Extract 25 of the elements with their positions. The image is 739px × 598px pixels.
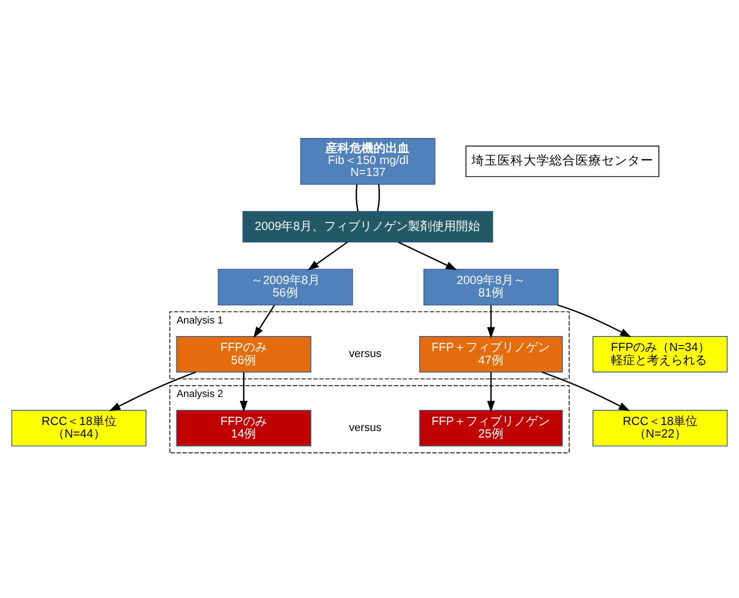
arrow bbox=[487, 305, 495, 338]
arrow bbox=[557, 304, 632, 338]
arrow bbox=[254, 304, 276, 338]
node-box: FFPのみ 56例 bbox=[176, 336, 312, 372]
connector bbox=[356, 184, 359, 212]
node-box: FFPのみ 14例 bbox=[176, 410, 312, 446]
label: versus bbox=[349, 422, 382, 434]
node-box: 2009年8月、フィブリノゲン製剤使用開始 bbox=[242, 211, 494, 242]
arrow bbox=[308, 242, 348, 270]
node-box: RCC＜18単位 （N=22） bbox=[592, 410, 728, 446]
label: 埼玉医科大学総合医療センター bbox=[471, 152, 654, 168]
node-box: FFPのみ（N=34） 軽症と考えられる bbox=[592, 336, 728, 372]
node-box: FFP＋フィブリノゲン 25例 bbox=[419, 410, 563, 446]
node-box: 2009年8月～ 81例 bbox=[423, 268, 559, 306]
node-box: RCC＜18単位 （N=44） bbox=[11, 410, 146, 446]
connector bbox=[376, 184, 380, 212]
label: versus bbox=[349, 348, 382, 360]
arrow bbox=[542, 371, 630, 412]
arrow bbox=[487, 372, 495, 412]
node-box: FFP＋フィブリノゲン 47例 bbox=[419, 336, 563, 372]
arrow bbox=[240, 372, 248, 412]
node-box: 産科危機的出血 Fib＜150 mg/dl N=137 bbox=[300, 138, 436, 185]
node-box: ～2009年8月 56例 bbox=[218, 268, 353, 306]
arrow bbox=[109, 372, 196, 412]
arrow bbox=[398, 242, 458, 270]
